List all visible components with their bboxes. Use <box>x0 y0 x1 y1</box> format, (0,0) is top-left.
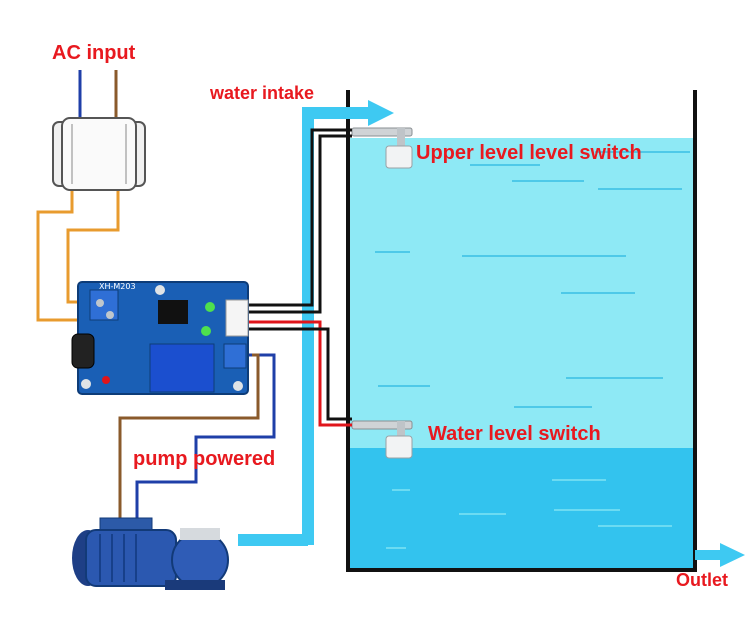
lower-ripples <box>386 479 672 549</box>
power-led <box>102 376 110 384</box>
outlet-arrow-icon <box>720 543 745 567</box>
board-model-label: XH-M203 <box>99 282 136 291</box>
water-ripples <box>375 151 690 408</box>
ac-input-wires <box>78 70 118 124</box>
sensor-wires <box>246 128 352 427</box>
lower-level-switch <box>351 420 413 459</box>
tank-upper-water <box>348 138 695 448</box>
outlet-pipe <box>695 543 745 567</box>
output-terminal <box>223 343 247 369</box>
water-intake-label: water intake <box>210 83 315 103</box>
water-pump <box>72 517 229 590</box>
capacitor <box>71 333 95 369</box>
status-led-2 <box>201 326 211 336</box>
outlet-label: Outlet <box>676 570 728 590</box>
pump-wires <box>118 353 276 520</box>
intake-arrow-icon <box>368 100 394 126</box>
tank-lower-water <box>348 448 695 570</box>
upper-level-switch <box>351 127 413 169</box>
lower-switch-label: Water level switch <box>428 423 601 445</box>
transformer <box>52 117 146 191</box>
controller-chip <box>158 300 188 324</box>
ac-input-label: AC input <box>52 42 136 64</box>
pump-housing <box>171 531 229 589</box>
intake-pipe <box>238 100 394 546</box>
controller-board <box>71 281 249 395</box>
water-tank <box>346 90 697 572</box>
upper-switch-label: Upper level level switch <box>416 142 642 164</box>
pump-powered-label: pump powered <box>133 448 276 470</box>
status-led-1 <box>205 302 215 312</box>
tank-outline <box>346 90 697 572</box>
sensor-connector <box>225 299 249 337</box>
relay <box>149 343 215 393</box>
